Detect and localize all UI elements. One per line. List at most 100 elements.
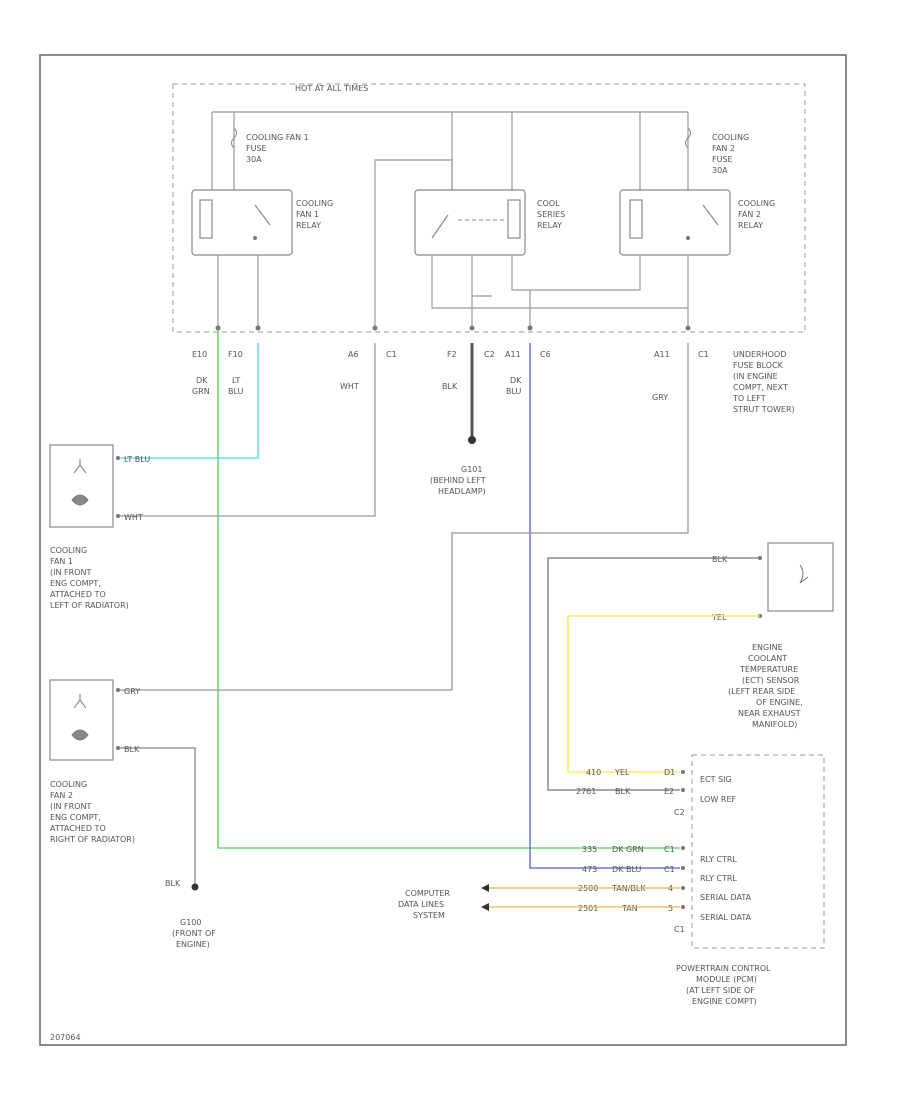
cooling-fan-1-label: COOLING FAN 1 (IN FRONT ENG COMPT, ATTAC… — [50, 546, 129, 610]
svg-text:(BEHIND LEFT: (BEHIND LEFT — [430, 476, 486, 485]
svg-text:YEL: YEL — [711, 613, 727, 622]
svg-text:30A: 30A — [712, 166, 728, 175]
svg-text:(AT LEFT SIDE OF: (AT LEFT SIDE OF — [686, 986, 755, 995]
svg-text:RLY CTRL: RLY CTRL — [700, 874, 737, 883]
fan2-blk-wire — [118, 747, 196, 885]
svg-text:(LEFT REAR SIDE: (LEFT REAR SIDE — [728, 687, 795, 696]
svg-text:C1: C1 — [386, 350, 397, 359]
cooling-fan-2-fuse-label: COOLING FAN 2 FUSE 30A — [712, 133, 749, 175]
svg-text:F10: F10 — [228, 350, 243, 359]
svg-text:COOLING: COOLING — [738, 199, 775, 208]
svg-text:BLK: BLK — [615, 787, 631, 796]
svg-text:C1: C1 — [698, 350, 709, 359]
svg-text:POWERTRAIN CONTROL: POWERTRAIN CONTROL — [676, 964, 771, 973]
svg-text:MANIFOLD): MANIFOLD) — [752, 720, 797, 729]
svg-text:COMPUTER: COMPUTER — [405, 889, 450, 898]
svg-text:C2: C2 — [484, 350, 495, 359]
computer-data-lines-label: COMPUTER DATA LINES SYSTEM — [398, 889, 450, 920]
ground-g101-label: G101 (BEHIND LEFT HEADLAMP) — [430, 465, 486, 496]
svg-text:ECT SIG: ECT SIG — [700, 775, 732, 784]
svg-text:BLU: BLU — [506, 387, 522, 396]
svg-text:COOLING: COOLING — [296, 199, 333, 208]
svg-text:DATA LINES: DATA LINES — [398, 900, 444, 909]
fuse-icon — [231, 127, 691, 149]
pcm-row-6: 2501 TAN 5 SERIAL DATA — [578, 904, 752, 922]
svg-text:COOLING: COOLING — [50, 546, 87, 555]
svg-text:MODULE (PCM): MODULE (PCM) — [696, 975, 757, 984]
svg-text:(IN ENGINE: (IN ENGINE — [733, 372, 778, 381]
ground-g100-label: G100 (FRONT OF ENGINE) — [172, 918, 216, 949]
svg-text:E2: E2 — [664, 787, 674, 796]
svg-text:GRY: GRY — [124, 687, 140, 696]
svg-text:BLK: BLK — [712, 555, 728, 564]
svg-text:A11: A11 — [505, 350, 521, 359]
svg-text:A6: A6 — [348, 350, 359, 359]
svg-text:RELAY: RELAY — [296, 221, 321, 230]
hot-at-all-times-label: HOT AT ALL TIMES — [295, 84, 368, 93]
cooling-fan-1-fuse-label: COOLING FAN 1 FUSE 30A — [246, 133, 309, 164]
ect-blk-wire — [547, 557, 760, 791]
pcm-connector-c2: C2 — [674, 808, 685, 817]
svg-text:LEFT OF RADIATOR): LEFT OF RADIATOR) — [50, 601, 129, 610]
svg-text:RLY CTRL: RLY CTRL — [700, 855, 737, 864]
svg-text:UNDERHOOD: UNDERHOOD — [733, 350, 786, 359]
svg-text:ENGINE): ENGINE) — [176, 940, 210, 949]
svg-text:2761: 2761 — [576, 787, 596, 796]
svg-text:STRUT TOWER): STRUT TOWER) — [733, 405, 795, 414]
svg-text:COOLING FAN 1: COOLING FAN 1 — [246, 133, 309, 142]
svg-text:335: 335 — [582, 845, 597, 854]
pcm-row-4: 473 DK BLU C1 RLY CTRL — [582, 865, 737, 883]
svg-text:D1: D1 — [664, 768, 675, 777]
pcm-connector-c1: C1 — [674, 925, 685, 934]
svg-text:TAN: TAN — [621, 904, 638, 913]
svg-text:DK BLU: DK BLU — [612, 865, 641, 874]
svg-text:OF ENGINE,: OF ENGINE, — [756, 698, 803, 707]
svg-text:BLK: BLK — [124, 745, 140, 754]
ect-sensor: BLK YEL — [711, 542, 834, 622]
svg-text:SYSTEM: SYSTEM — [413, 911, 445, 920]
cooling-fan-2-relay: COOLING FAN 2 RELAY — [619, 189, 775, 256]
svg-text:LOW REF: LOW REF — [700, 795, 737, 804]
ground-g100-icon — [191, 883, 199, 891]
fuse-block-pin-labels: E10 F10 A6 C1 F2 C2 A11 C6 A11 C1 — [192, 350, 709, 359]
svg-text:FUSE: FUSE — [712, 155, 733, 164]
svg-text:RIGHT OF RADIATOR): RIGHT OF RADIATOR) — [50, 835, 135, 844]
svg-text:SERIAL DATA: SERIAL DATA — [700, 913, 752, 922]
diagram-frame — [39, 54, 847, 1046]
gry-wire — [118, 343, 689, 691]
svg-text:COOLANT: COOLANT — [748, 654, 787, 663]
svg-text:RELAY: RELAY — [537, 221, 562, 230]
ect-yel-wire — [567, 615, 760, 773]
svg-text:2501: 2501 — [578, 904, 598, 913]
cooling-fan-1-relay: COOLING FAN 1 RELAY — [191, 189, 333, 256]
fan-motor-icon — [71, 694, 89, 741]
pcm-row-3: 335 DK GRN C1 RLY CTRL — [582, 845, 737, 864]
svg-text:SERIAL DATA: SERIAL DATA — [700, 893, 752, 902]
svg-text:FUSE: FUSE — [246, 144, 267, 153]
lt-blu-wire — [118, 343, 259, 459]
wire-labels: DK GRN LT BLU WHT BLK DK BLU GRY — [192, 376, 668, 402]
svg-text:ATTACHED TO: ATTACHED TO — [50, 824, 106, 833]
cooling-fan-1: LT BLU WHT — [49, 444, 150, 528]
pcm-row-1: 410 YEL D1 ECT SIG — [586, 768, 732, 784]
svg-text:SERIES: SERIES — [537, 210, 565, 219]
svg-text:ENG COMPT,: ENG COMPT, — [50, 579, 101, 588]
pcm-label: POWERTRAIN CONTROL MODULE (PCM) (AT LEFT… — [676, 964, 771, 1006]
ect-sensor-label: ENGINE COOLANT TEMPERATURE (ECT) SENSOR … — [728, 643, 803, 729]
svg-text:TEMPERATURE: TEMPERATURE — [739, 665, 798, 674]
svg-text:COOLING: COOLING — [50, 780, 87, 789]
svg-text:473: 473 — [582, 865, 597, 874]
svg-text:ENGINE COMPT): ENGINE COMPT) — [692, 997, 757, 1006]
svg-text:C6: C6 — [540, 350, 551, 359]
ground-g101-icon — [468, 436, 476, 444]
dk-grn-wire — [217, 328, 680, 849]
svg-text:(FRONT OF: (FRONT OF — [172, 929, 216, 938]
svg-text:WHT: WHT — [124, 513, 143, 522]
thermistor-icon — [799, 564, 809, 584]
svg-text:GRN: GRN — [192, 387, 210, 396]
svg-text:E10: E10 — [192, 350, 207, 359]
svg-text:G101: G101 — [461, 465, 482, 474]
arrow-left-icon — [481, 903, 489, 911]
svg-text:FUSE BLOCK: FUSE BLOCK — [733, 361, 784, 370]
